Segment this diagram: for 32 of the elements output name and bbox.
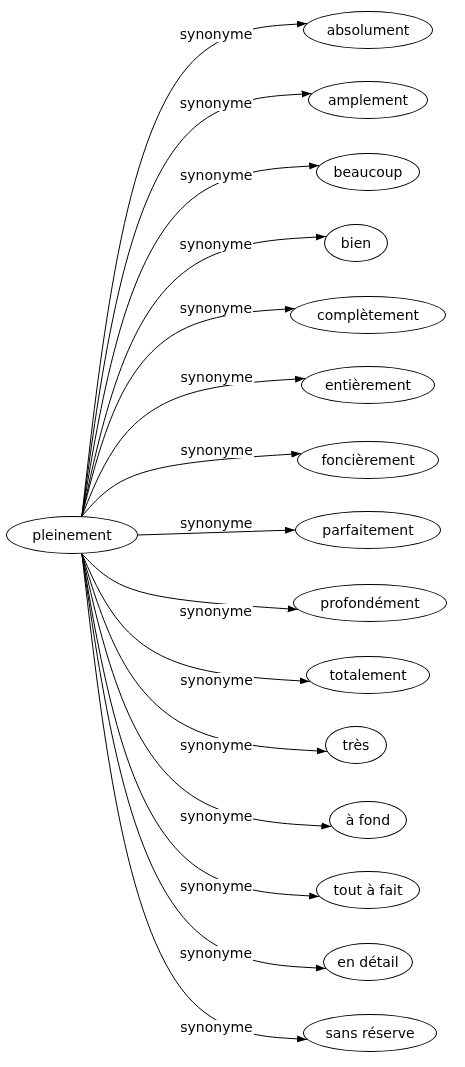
arrow xyxy=(81,375,306,517)
edge-label: synonyme xyxy=(178,945,254,961)
node-label: pleinement xyxy=(32,527,112,543)
node-label: absolument xyxy=(326,22,410,38)
arrow xyxy=(81,553,311,685)
node-label: complètement xyxy=(317,307,419,323)
edge-label: synonyme xyxy=(178,96,254,112)
node-label: bien xyxy=(340,235,372,251)
edge-label: synonyme xyxy=(178,604,253,620)
edge-label: synonyme xyxy=(179,1020,254,1036)
node-label: foncièrement xyxy=(321,452,415,468)
edge-label: synonyme xyxy=(178,738,254,754)
edge-label: synonyme xyxy=(179,878,254,894)
node-label: amplement xyxy=(327,92,409,108)
arrow xyxy=(81,450,302,517)
node-label: entièrement xyxy=(324,377,412,393)
edge-label: synonyme xyxy=(179,808,254,824)
edge-label: synonyme xyxy=(178,26,254,42)
node-label: en détail xyxy=(337,954,399,970)
arrow xyxy=(81,233,327,517)
arrow xyxy=(137,526,296,536)
node-label: profondément xyxy=(320,595,420,611)
edge-label: synonyme xyxy=(179,673,254,689)
node-label: beaucoup xyxy=(333,164,403,180)
node-label: à fond xyxy=(345,812,391,828)
node-label: totalement xyxy=(329,667,407,683)
node-label: parfaitement xyxy=(322,522,414,538)
node-label: très xyxy=(342,737,370,753)
node-label: tout à fait xyxy=(333,882,403,898)
node-label: sans réserve xyxy=(325,1025,415,1041)
arrow xyxy=(81,553,332,830)
arrow xyxy=(81,553,308,1043)
